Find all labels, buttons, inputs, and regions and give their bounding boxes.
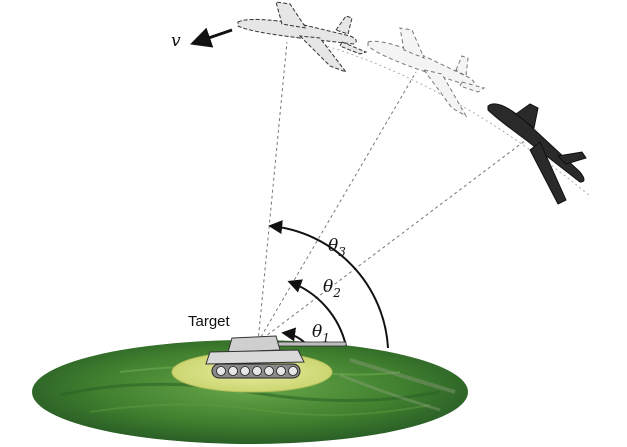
tank-icon <box>205 335 347 379</box>
velocity-arrow-icon <box>190 27 233 48</box>
sightlines <box>257 41 527 343</box>
arc-theta-2 <box>287 279 347 347</box>
arc-theta-3 <box>268 220 389 349</box>
theta-1-label: θ1 <box>312 322 330 345</box>
aircraft-icon <box>367 27 486 118</box>
sightline-1 <box>257 41 288 343</box>
theta-2-label: θ2 <box>323 277 341 300</box>
target-label: Target <box>188 313 231 330</box>
aircraft-icon <box>237 1 368 74</box>
theta-3-label: θ3 <box>328 236 346 259</box>
sightline-2 <box>257 71 417 343</box>
sightline-3 <box>257 139 527 343</box>
velocity-label: v <box>171 31 181 51</box>
aircraft-icon <box>487 103 587 205</box>
